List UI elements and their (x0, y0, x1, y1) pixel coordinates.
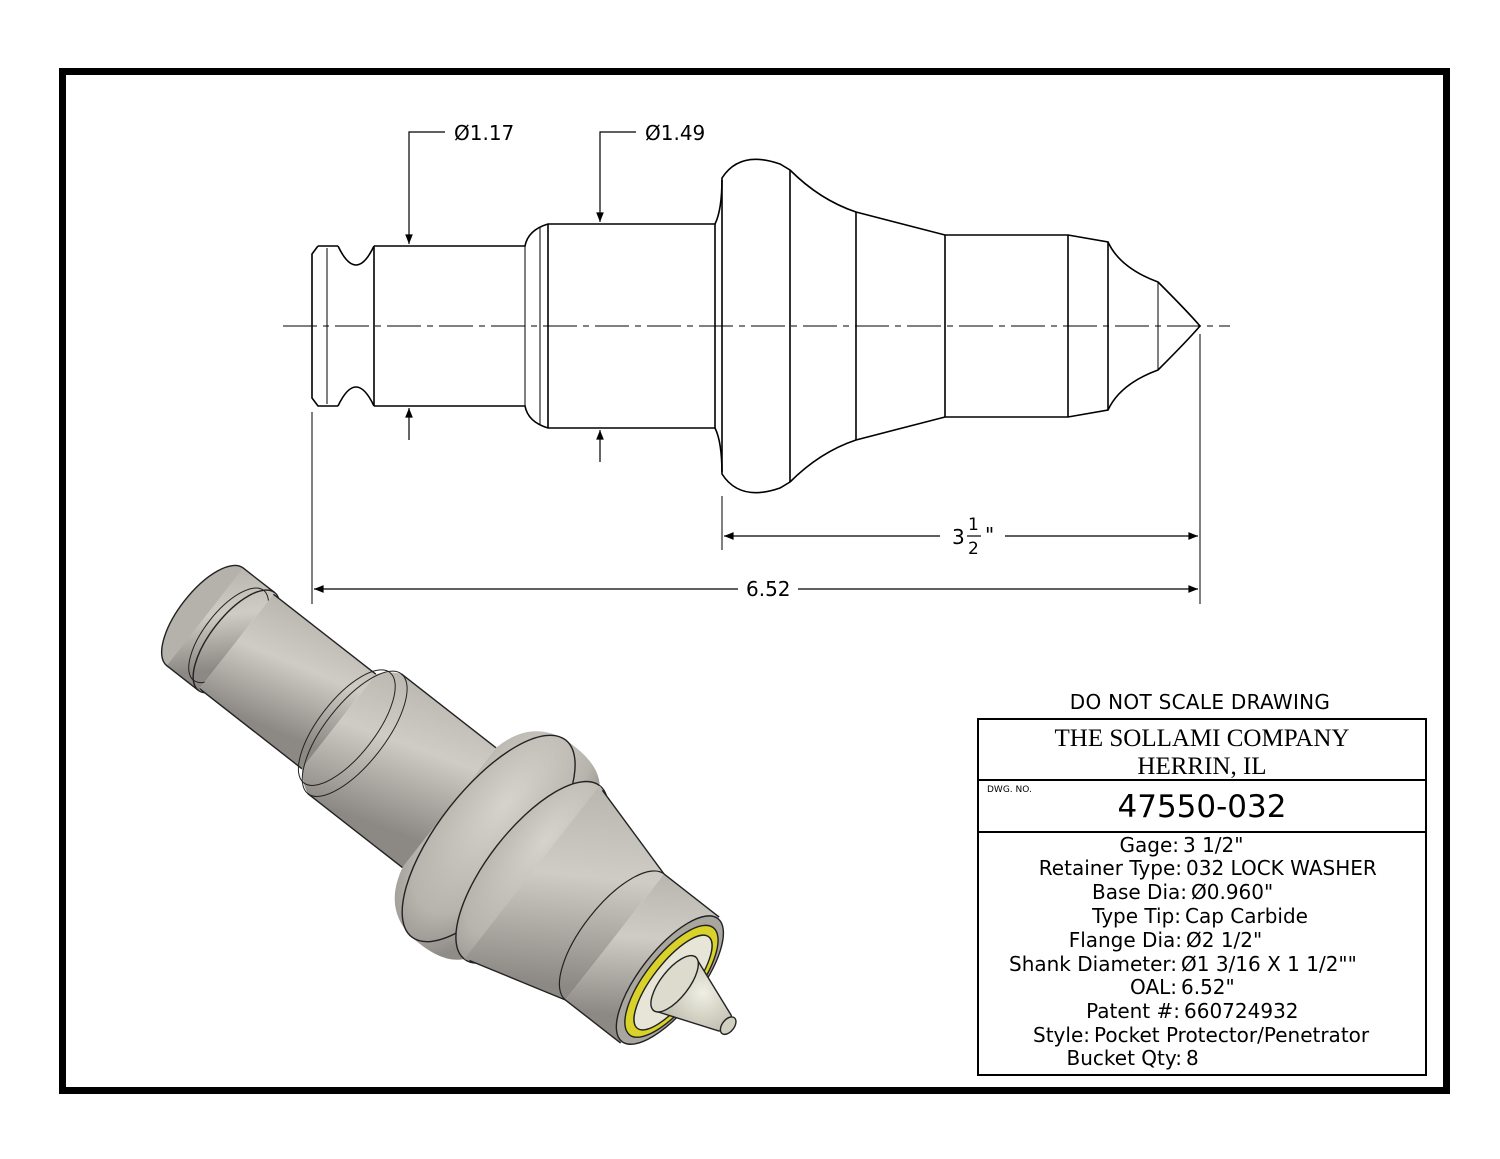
spec-value: Cap Carbide (1185, 904, 1308, 928)
spec-value: Ø1 3/16 X 1 1/2"" (1181, 952, 1357, 976)
dim-overall-length: 6.52 (746, 577, 791, 601)
spec-value: 8 (1186, 1046, 1199, 1070)
spec-value: Ø0.960" (1191, 880, 1274, 904)
part-outline (311, 158, 1202, 494)
side-view (283, 131, 1230, 604)
drawing-number-block: DWG. NO. 47550-032 (979, 781, 1425, 833)
dim-gage-num: 1 (968, 515, 979, 535)
title-block: THE SOLLAMI COMPANY HERRIN, IL DWG. NO. … (977, 718, 1427, 1076)
dim-gage-whole: 3 (952, 525, 965, 549)
spec-label: OAL: (1130, 975, 1177, 999)
spec-label: Base Dia: (1091, 880, 1187, 904)
spec-label: Retainer Type: (1038, 856, 1182, 880)
dim-gage-unit: " (985, 523, 994, 547)
spec-value: 032 LOCK WASHER (1186, 856, 1377, 880)
company-location: HERRIN, IL (1137, 753, 1267, 780)
company-block: THE SOLLAMI COMPANY HERRIN, IL (979, 720, 1425, 781)
dim-dia-shank: Ø1.17 (454, 121, 514, 145)
spec-label: Shank Diameter: (1009, 952, 1177, 976)
leader-dia-shank (405, 131, 445, 244)
drawing-number: 47550-032 (1117, 789, 1287, 825)
spec-label: Patent #: (1086, 999, 1180, 1023)
spec-label: Style: (1033, 1023, 1090, 1047)
dim-gage: 3 1 2 " (952, 515, 994, 559)
isometric-view (160, 564, 737, 1045)
spec-value: 660724932 (1184, 999, 1299, 1023)
drawing-border (59, 68, 1450, 1094)
spec-value: 3 1/2" (1183, 833, 1244, 857)
drawing-number-label: DWG. NO. (987, 785, 1032, 795)
dim-dia-body: Ø1.49 (645, 121, 705, 145)
spec-value: 6.52" (1181, 975, 1235, 999)
spec-label: Bucket Qty: (1066, 1046, 1182, 1070)
leader-dia-body (596, 131, 636, 222)
company-name: THE SOLLAMI COMPANY (1054, 725, 1350, 752)
spec-value: Pocket Protector/Penetrator (1094, 1023, 1370, 1047)
do-not-scale-note: DO NOT SCALE DRAWING (1069, 690, 1331, 714)
spec-label: Gage: (1119, 833, 1180, 857)
dim-gage-den: 2 (968, 539, 979, 559)
spec-label: Flange Dia: (1068, 928, 1182, 952)
spec-value: Ø2 1/2" (1186, 928, 1263, 952)
spec-label: Type Tip: (1092, 904, 1181, 928)
